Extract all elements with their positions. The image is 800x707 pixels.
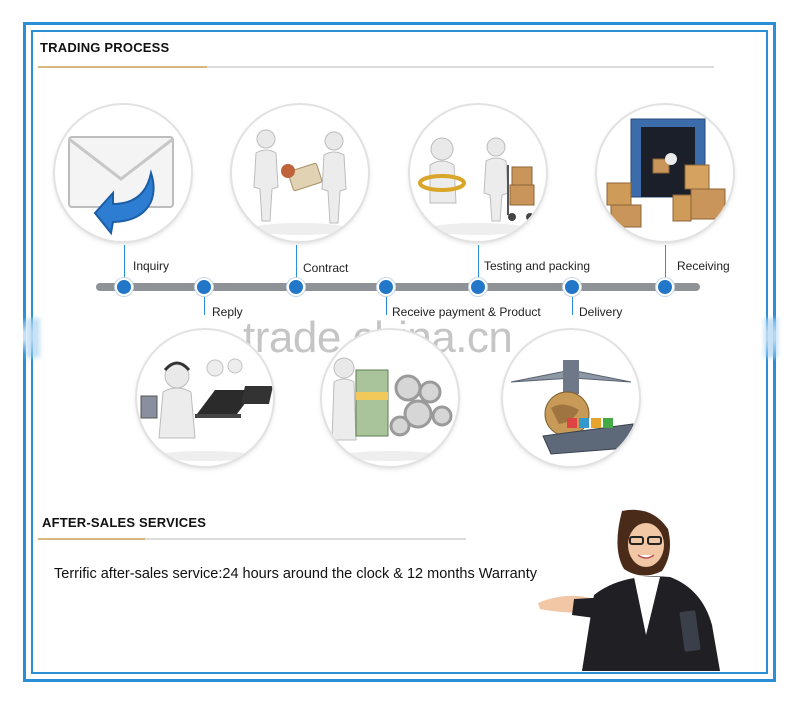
step-label-delivery: Delivery [579, 305, 623, 319]
reply-illustration [137, 330, 273, 466]
timeline-dot-receiving [656, 278, 674, 296]
stem-contract [296, 245, 297, 285]
timeline-dot-testing [469, 278, 487, 296]
after-sales-title: AFTER-SALES SERVICES [42, 515, 207, 530]
timeline-dot-delivery [563, 278, 581, 296]
service-statement: Terrific after-sales service:24 hours ar… [54, 566, 537, 582]
timeline-dot-contract [287, 278, 305, 296]
timeline-track [96, 283, 700, 291]
timeline-dot-reply [195, 278, 213, 296]
inspection-packing-icon [418, 137, 535, 235]
stem-receiving [665, 245, 666, 285]
timeline-dot-payment [377, 278, 395, 296]
trading-title-rule [38, 66, 714, 68]
stem-payment [386, 293, 387, 315]
handshake-contract-icon [250, 129, 350, 235]
payment-product-illustration [322, 330, 458, 466]
shipping-globe-icon [510, 360, 634, 455]
watermark-left-mark [26, 318, 40, 358]
stem-reply [204, 293, 205, 315]
testing-packing-illustration [410, 105, 546, 241]
receiving-illustration [597, 105, 733, 241]
trading-process-title: TRADING PROCESS [40, 40, 170, 55]
step-label-inquiry: Inquiry [133, 259, 170, 273]
stem-inquiry [124, 245, 125, 285]
step-label-receiving: Receiving [677, 259, 730, 273]
step-label-payment: Receive payment & Product [392, 305, 541, 319]
after-sales-title-rule [38, 538, 466, 540]
step-label-reply: Reply [212, 305, 243, 319]
stem-testing [478, 245, 479, 285]
step-label-contract: Contract [303, 261, 349, 275]
inquiry-illustration [55, 105, 191, 241]
contract-illustration [232, 105, 368, 241]
call-center-icon [140, 358, 273, 461]
envelope-reply-icon [68, 136, 174, 236]
watermark-right-mark [764, 318, 778, 358]
money-production-icon [331, 357, 453, 461]
delivery-illustration [503, 330, 639, 466]
stem-delivery [572, 293, 573, 315]
businesswoman-illustration [538, 509, 720, 671]
container-boxes-icon [606, 118, 726, 228]
step-label-testing: Testing and packing [484, 259, 591, 273]
timeline-dot-inquiry [115, 278, 133, 296]
